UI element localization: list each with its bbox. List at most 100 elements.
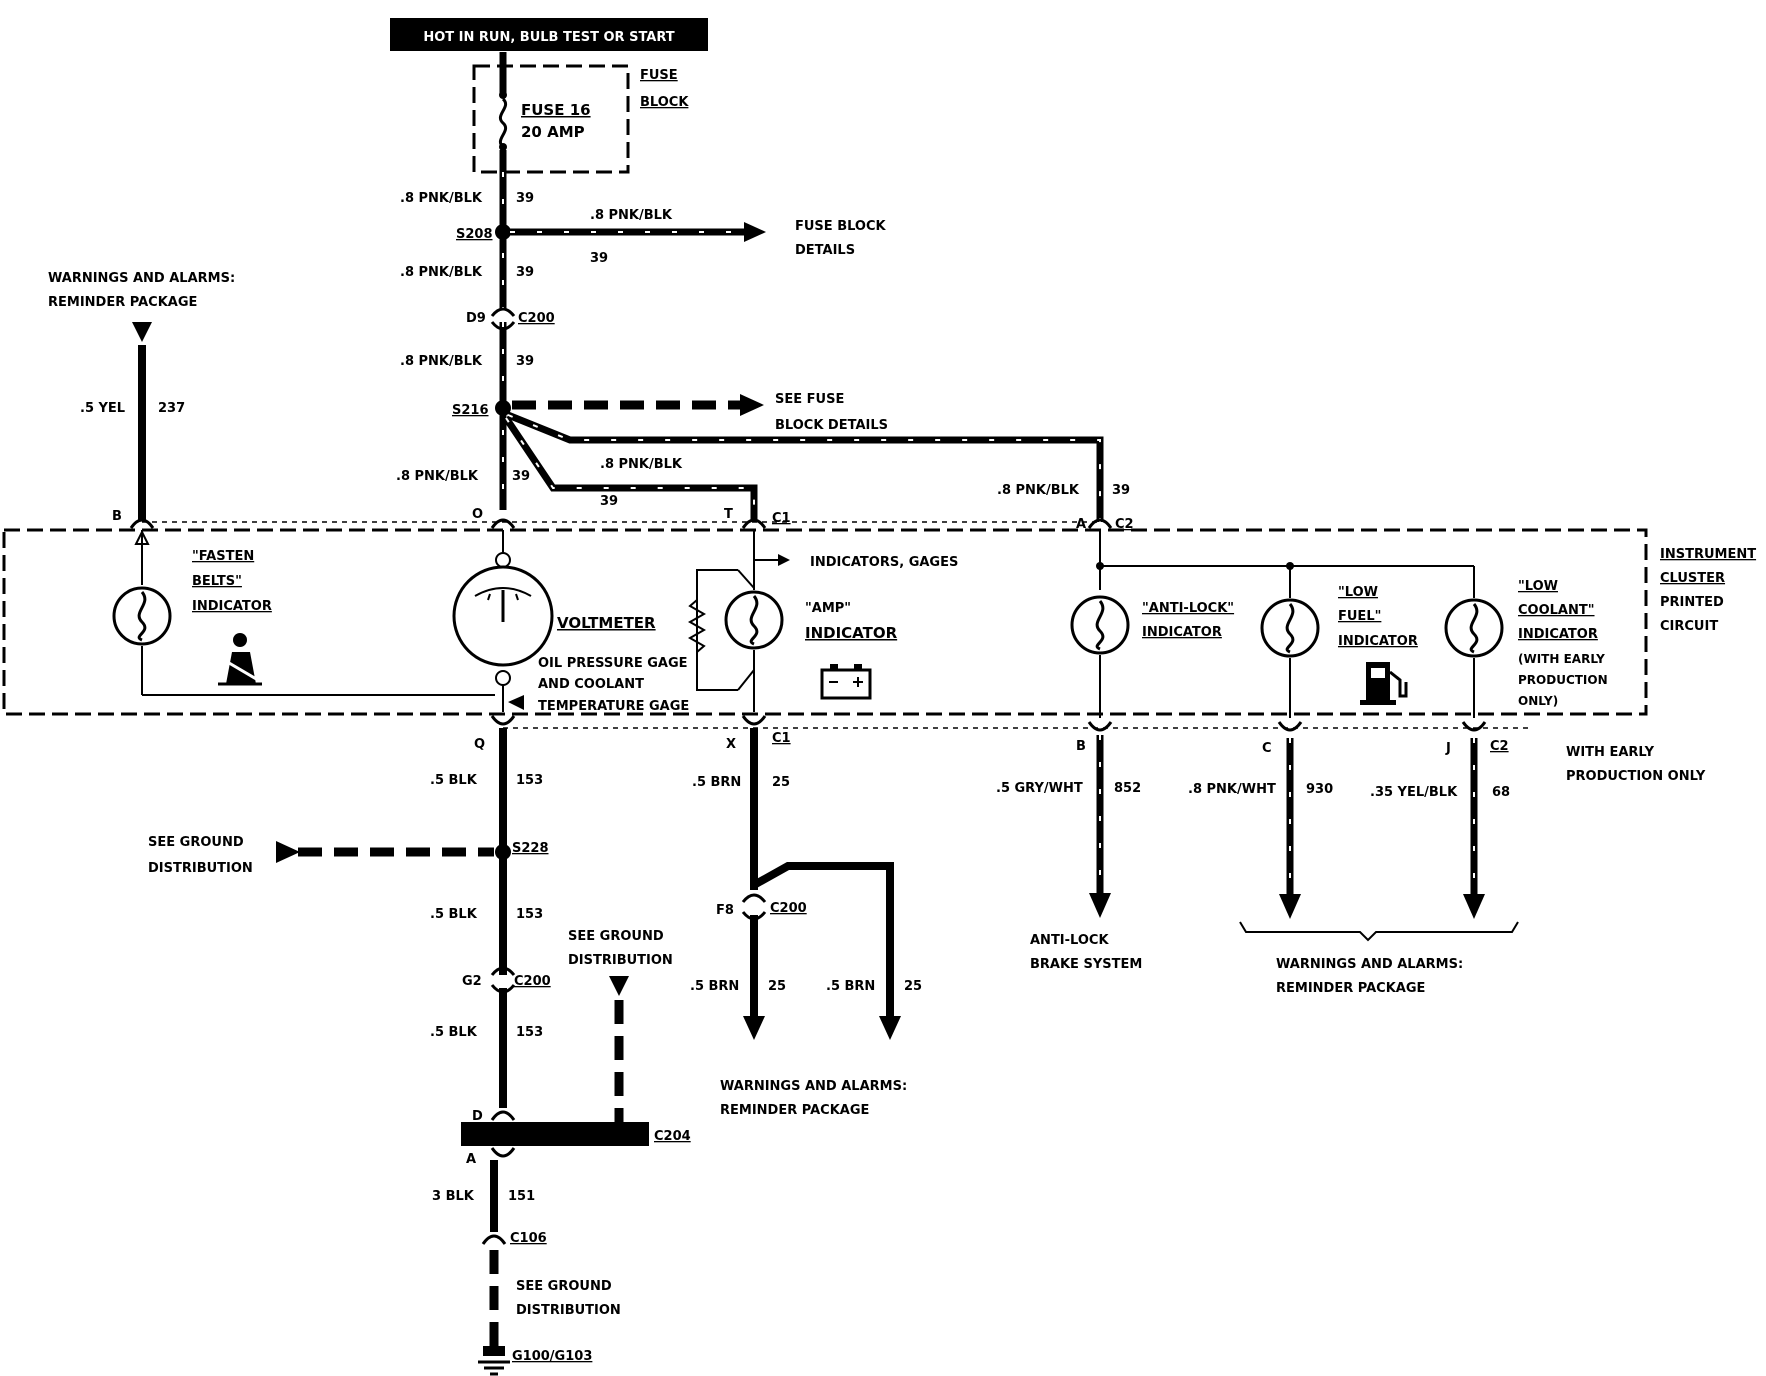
low-coolant-label-3: INDICATOR: [1518, 627, 1598, 642]
low-fuel-label: "LOW: [1338, 585, 1378, 600]
wire-label: 3 BLK: [432, 1189, 475, 1204]
connector-label: C200: [770, 901, 807, 916]
connector-symbol: [490, 307, 516, 331]
low-coolant-bulb: [1444, 598, 1504, 658]
wire-label: .5 BLK: [430, 773, 478, 788]
circuit-number: 25: [904, 979, 922, 994]
power-label-box: [390, 18, 708, 51]
arrow-left-icon: [508, 695, 524, 710]
cluster-label: INSTRUMENT: [1660, 547, 1756, 562]
circuit-number: 151: [508, 1189, 535, 1204]
circuit-number: 39: [516, 191, 534, 206]
connector-label: C204: [654, 1129, 691, 1144]
fuel-pump-icon: [1360, 662, 1408, 705]
wire-label: .35 YEL/BLK: [1370, 785, 1458, 800]
cluster-label-2: CLUSTER: [1660, 571, 1725, 586]
ref-warnings-2: REMINDER PACKAGE: [48, 295, 197, 310]
pin-label: G2: [462, 974, 482, 989]
pin-label: X: [726, 737, 736, 752]
circuit-number: 930: [1306, 782, 1333, 797]
fasten-belts-label-3: INDICATOR: [192, 599, 272, 614]
ref-indicators-gages: INDICATORS, GAGES: [810, 555, 958, 570]
splice-s216: [495, 400, 511, 416]
ref-ground-2: DISTRIBUTION: [516, 1303, 621, 1318]
low-fuel-label-3: INDICATOR: [1338, 634, 1418, 649]
seatbelt-icon: [218, 633, 262, 686]
low-coolant-note-2: PRODUCTION: [1518, 673, 1608, 687]
wire-label: .5 YEL: [80, 401, 125, 416]
circuit-number: 39: [516, 265, 534, 280]
wire-label: .8 PNK/BLK: [590, 208, 673, 223]
wire-label: .8 PNK/BLK: [400, 265, 483, 280]
pin-label: C: [1262, 741, 1272, 756]
wire-label: .8 PNK/BLK: [400, 354, 483, 369]
arrow-left-icon: [276, 841, 300, 863]
wire-label: .5 BLK: [430, 907, 478, 922]
amp-label-2: INDICATOR: [805, 624, 898, 642]
arrow-down-icon: [132, 322, 152, 342]
oil-gage-label-2: AND COOLANT: [538, 677, 644, 692]
ref-anti-lock: ANTI-LOCK: [1030, 933, 1109, 948]
fasten-belts-label: "FASTEN: [192, 549, 254, 564]
oil-gage-label: OIL PRESSURE GAGE: [538, 656, 688, 671]
low-fuel-bulb: [1260, 598, 1320, 658]
connector-label: C1: [772, 731, 791, 746]
connector-label: C200: [518, 311, 555, 326]
ref-ground: SEE GROUND: [148, 835, 244, 850]
anti-lock-bulb: [1070, 595, 1130, 655]
low-coolant-note-3: ONLY): [1518, 694, 1558, 708]
connector-label: C200: [514, 974, 551, 989]
fuse-rating: 20 AMP: [521, 123, 585, 141]
circuit-number: 237: [158, 401, 185, 416]
ref-see-fuse: SEE FUSE: [775, 392, 844, 407]
circuit-number: 39: [590, 251, 608, 266]
arrow-down-icon: [879, 1016, 901, 1040]
early-production-note: WITH EARLY: [1566, 745, 1655, 760]
ref-see-fuse-2: BLOCK DETAILS: [775, 418, 888, 433]
low-coolant-label-2: COOLANT": [1518, 603, 1595, 618]
fuse-block-label-2: BLOCK: [640, 95, 689, 110]
wire-label: .8 PNK/BLK: [396, 469, 479, 484]
ref-warnings-2: REMINDER PACKAGE: [1276, 981, 1425, 996]
pin-label: A: [1076, 517, 1086, 532]
ref-warnings: WARNINGS AND ALARMS:: [720, 1079, 907, 1094]
connector-label: C2: [1490, 739, 1509, 754]
wire-label: .5 BRN: [690, 979, 739, 994]
group-brace: [1239, 921, 1519, 942]
arrow-down-icon: [1089, 893, 1111, 918]
circuit-number: 39: [512, 469, 530, 484]
connector-label: C2: [1115, 517, 1134, 532]
low-coolant-label: "LOW: [1518, 579, 1558, 594]
pin-label: B: [112, 509, 122, 524]
fuse-block-label: FUSE: [640, 68, 678, 83]
ref-ground-2: DISTRIBUTION: [568, 953, 673, 968]
arrow-down-icon: [1279, 894, 1301, 919]
wire-label: .8 PNK/BLK: [997, 483, 1080, 498]
circuit-number: 852: [1114, 781, 1141, 796]
amp-label: "AMP": [805, 601, 851, 616]
ref-warnings: WARNINGS AND ALARMS:: [1276, 957, 1463, 972]
wire-label: .5 BRN: [826, 979, 875, 994]
circuit-number: 153: [516, 907, 543, 922]
wire-label: .5 GRY/WHT: [996, 781, 1083, 796]
wire-label: .8 PNK/BLK: [400, 191, 483, 206]
instrument-cluster-boundary: [2, 528, 1648, 716]
ref-ground: SEE GROUND: [568, 929, 664, 944]
circuit-number: 39: [1112, 483, 1130, 498]
circuit-number: 39: [600, 494, 618, 509]
ref-ground-2: DISTRIBUTION: [148, 861, 253, 876]
fasten-belts-bulb: [112, 586, 172, 646]
splice-label: S228: [512, 841, 549, 856]
ref-fuse-block-details: FUSE BLOCK: [795, 219, 887, 234]
connector-symbol: [481, 1234, 507, 1245]
fuse-name: FUSE 16: [521, 101, 591, 119]
early-production-note-2: PRODUCTION ONLY: [1566, 769, 1706, 784]
ref-warnings-2: REMINDER PACKAGE: [720, 1103, 869, 1118]
arrow-down-icon: [609, 976, 629, 996]
circuit-number: 25: [772, 775, 790, 790]
low-coolant-note: (WITH EARLY: [1518, 652, 1605, 666]
ground-symbol-icon: [478, 1346, 510, 1376]
splice-label: S208: [456, 227, 493, 242]
connector-label: C1: [772, 511, 791, 526]
